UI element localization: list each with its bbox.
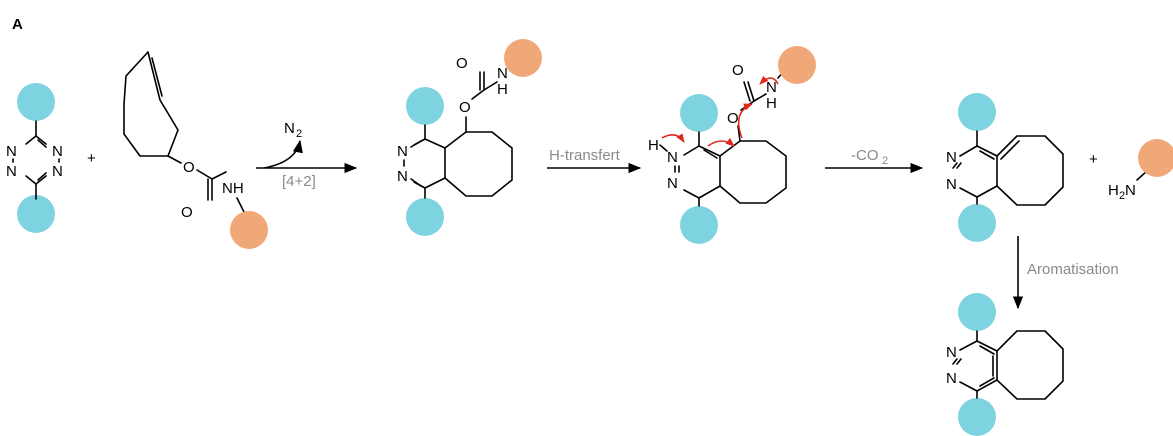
pyridazine-substituent-top bbox=[958, 293, 996, 331]
intermediate-carbonyl-o: O bbox=[732, 62, 744, 79]
adduct-carbonyl-o: O bbox=[456, 55, 468, 72]
pyridazine-substituent-bottom bbox=[958, 398, 996, 436]
product-n1: N bbox=[946, 149, 957, 166]
tetrazine: N N N N bbox=[6, 83, 63, 233]
product-substituent-top bbox=[958, 93, 996, 131]
pyridazine-n2: N bbox=[946, 370, 957, 387]
tetrazine-n3: N bbox=[52, 143, 63, 160]
tco-carbamate: O O NH bbox=[123, 51, 268, 249]
tetrazine-n4: N bbox=[52, 163, 63, 180]
intermediate-n2: N bbox=[667, 175, 678, 192]
h-transfer-arrow: H-transfert bbox=[547, 147, 642, 174]
aromatisation-arrow: Aromatisation bbox=[1012, 236, 1119, 310]
intermediate-n1: N bbox=[667, 149, 678, 166]
tco-carbonyl-o: O bbox=[181, 204, 193, 221]
intermediate-substituent-bottom bbox=[680, 206, 718, 244]
released-cargo bbox=[1138, 139, 1173, 177]
pyridazine-product: N N bbox=[946, 293, 1064, 436]
adduct-n1: N bbox=[397, 143, 408, 160]
adduct-n: N bbox=[497, 65, 508, 82]
decarboxylation-label: -CO bbox=[851, 147, 879, 164]
tco-ester-o: O bbox=[183, 159, 195, 176]
adduct-cargo bbox=[504, 39, 542, 77]
product-n2: N bbox=[946, 176, 957, 193]
product-substituent-bottom bbox=[958, 204, 996, 242]
h-transfer-label: H-transfert bbox=[549, 147, 621, 164]
intermediate-ester-o: O bbox=[727, 110, 739, 127]
intermediate-h2: H bbox=[766, 95, 777, 112]
dihydropyridazine-intermediate: H N N O O N H bbox=[648, 46, 816, 244]
cycloaddition-arrow: N 2 [4+2] bbox=[256, 120, 358, 190]
cycloaddition-label: [4+2] bbox=[282, 173, 316, 190]
cycloadduct: N N O O N H bbox=[397, 39, 542, 236]
intermediate-h: H bbox=[648, 137, 659, 154]
amine-n: N bbox=[1125, 182, 1136, 199]
tetrazine-n2: N bbox=[6, 163, 17, 180]
adduct-substituent-top bbox=[406, 87, 444, 125]
intermediate-n: N bbox=[766, 79, 777, 96]
tetrazine-n1: N bbox=[6, 143, 17, 160]
aromatisation-label: Aromatisation bbox=[1027, 261, 1119, 278]
adduct-ester-o: O bbox=[459, 99, 471, 116]
n2-subscript: 2 bbox=[296, 128, 302, 140]
panel-label: A bbox=[12, 16, 23, 33]
intermediate-cargo bbox=[778, 46, 816, 84]
adduct-h: H bbox=[497, 81, 508, 98]
released-amine: H 2 N bbox=[1108, 139, 1173, 202]
tetrazine-substituent-bottom bbox=[17, 195, 55, 233]
adduct-substituent-bottom bbox=[406, 198, 444, 236]
tco-nh: NH bbox=[222, 180, 244, 197]
tco-cargo bbox=[230, 211, 268, 249]
plus-sign-1: + bbox=[87, 150, 96, 167]
plus-sign-2: + bbox=[1089, 151, 1098, 168]
amine-h: H bbox=[1108, 182, 1119, 199]
released-product: N N bbox=[946, 93, 1064, 242]
decarboxylation-arrow: -CO 2 bbox=[825, 147, 924, 174]
tetrazine-substituent-top bbox=[17, 83, 55, 121]
n2-label: N bbox=[284, 120, 295, 137]
amine-h-subscript: 2 bbox=[1119, 190, 1125, 202]
pyridazine-n1: N bbox=[946, 344, 957, 361]
adduct-n2: N bbox=[397, 168, 408, 185]
decarboxylation-subscript: 2 bbox=[882, 155, 888, 167]
intermediate-substituent-top bbox=[680, 94, 718, 132]
